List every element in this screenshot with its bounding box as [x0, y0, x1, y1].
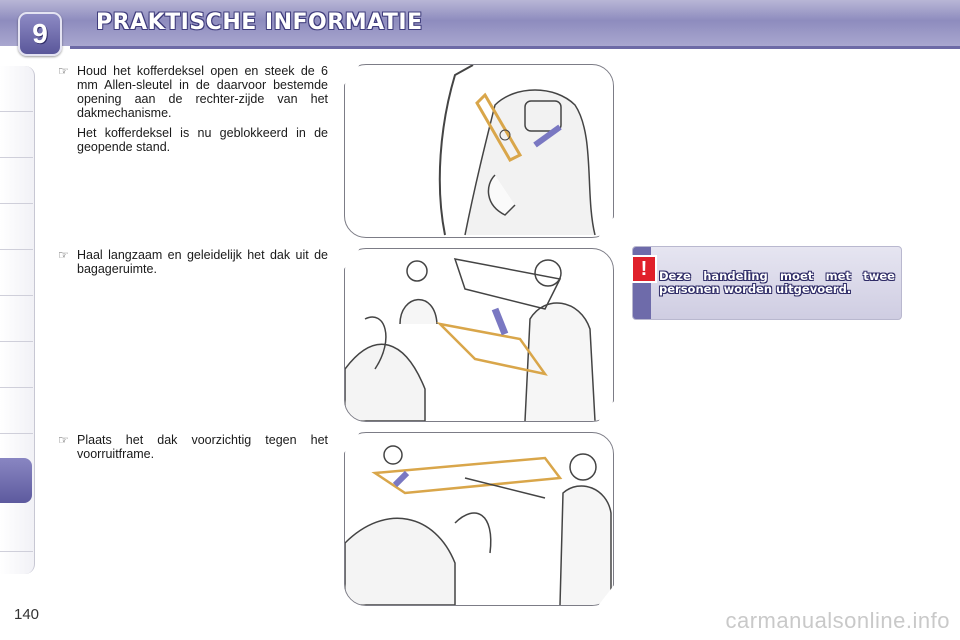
- header-underline: [70, 46, 960, 49]
- step-3: ☞ Plaats het dak voorzichtig tegen het v…: [58, 433, 328, 467]
- chapter-tab[interactable]: [0, 342, 33, 388]
- chapter-tab[interactable]: [0, 296, 33, 342]
- page-number: 140: [14, 606, 40, 623]
- chapter-tab[interactable]: [0, 250, 33, 296]
- exclamation-icon: !: [631, 255, 657, 283]
- warning-text: Deze handeling moet met twee personen wo…: [659, 269, 895, 296]
- warning-callout: ! Deze handeling moet met twee personen …: [631, 246, 902, 320]
- chapter-tab[interactable]: [0, 204, 33, 250]
- illustration-place-roof-windscreen: [344, 432, 614, 606]
- step-paragraph: Haal langzaam en geleidelijk het dak uit…: [77, 248, 328, 276]
- step-2: ☞ Haal langzaam en geleidelijk het dak u…: [58, 248, 328, 282]
- chapter-tab[interactable]: [0, 388, 33, 434]
- step-1: ☞ Houd het kofferdeksel open en steek de…: [58, 64, 328, 160]
- header-bar: [0, 0, 960, 46]
- chapter-tab[interactable]: [0, 66, 33, 112]
- chapter-tab[interactable]: [0, 158, 33, 204]
- illustration-remove-roof: [344, 248, 614, 422]
- step-paragraph: Het kofferdeksel is nu geblokkeerd in de…: [77, 126, 328, 154]
- pointing-hand-icon: ☞: [58, 433, 69, 447]
- page-title: PRAKTISCHE INFORMATIE: [96, 10, 423, 35]
- chapter-tab[interactable]: [0, 506, 33, 552]
- step-paragraph: Houd het kofferdeksel open en steek de 6…: [77, 64, 328, 120]
- watermark: carmanualsonline.info: [725, 608, 950, 633]
- pointing-hand-icon: ☞: [58, 64, 69, 78]
- chapter-tab-strip: [0, 66, 35, 574]
- step-paragraph: Plaats het dak voorzichtig tegen het voo…: [77, 433, 328, 461]
- chapter-badge: 9: [18, 12, 62, 56]
- illustration-trunk-lid-allen-key: [344, 64, 614, 238]
- chapter-tab-active[interactable]: [0, 458, 32, 503]
- chapter-tab[interactable]: [0, 112, 33, 158]
- pointing-hand-icon: ☞: [58, 248, 69, 262]
